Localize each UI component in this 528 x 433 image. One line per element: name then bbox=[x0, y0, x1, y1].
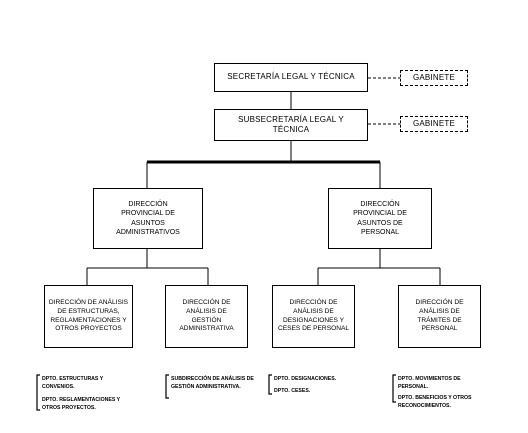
direccion-provincial-personal-box: DIRECCIÓN PROVINCIAL DE ASUNTOS DE PERSO… bbox=[328, 188, 432, 249]
nota-dpto-movimientos: DPTO. MOVIMIENTOS DE PERSONAL. bbox=[398, 376, 461, 390]
subsecretaria-label: SUBSECRETARÍA LEGAL Y TÉCNICA bbox=[238, 114, 344, 134]
nota-subdireccion-gestion: SUBDIRECCIÓN DE ANÁLISIS DE GESTIÓN ADMI… bbox=[171, 376, 254, 390]
direccion-designaciones-label: DIRECCIÓN DE ANÁLISIS DE DESIGNACIONES Y… bbox=[277, 299, 350, 333]
direccion-gestion-label: DIRECCIÓN DE ANÁLISIS DE GESTIÓN ADMINIS… bbox=[179, 299, 234, 333]
direccion-gestion-box: DIRECCIÓN DE ANÁLISIS DE GESTIÓN ADMINIS… bbox=[165, 285, 248, 348]
bracket-gestion bbox=[165, 374, 169, 399]
direccion-provincial-administrativos-box: DIRECCIÓN PROVINCIAL DE ASUNTOS ADMINIST… bbox=[93, 188, 203, 249]
notas-gestion: SUBDIRECCIÓN DE ANÁLISIS DE GESTIÓN ADMI… bbox=[171, 376, 263, 391]
notas-tramites: DPTO. MOVIMIENTOS DE PERSONAL. DPTO. BEN… bbox=[398, 376, 474, 410]
nota-dpto-estructuras: DPTO. ESTRUCTURAS Y CONVENIOS. bbox=[42, 376, 104, 390]
notas-designaciones: DPTO. DESIGNACIONES. DPTO. CESES. bbox=[274, 376, 356, 395]
direccion-designaciones-box: DIRECCIÓN DE ANÁLISIS DE DESIGNACIONES Y… bbox=[272, 285, 355, 348]
nota-dpto-beneficios: DPTO. BENEFICIOS Y OTROS RECONOCIMIENTOS… bbox=[398, 395, 472, 409]
bracket-tramites bbox=[392, 374, 396, 403]
direccion-estructuras-label: DIRECCIÓN DE ANÁLISIS DE ESTRUCTURAS, RE… bbox=[48, 299, 129, 333]
subsecretaria-box: SUBSECRETARÍA LEGAL Y TÉCNICA bbox=[214, 109, 368, 141]
gabinete-label-2: GABINETE bbox=[412, 118, 456, 128]
secretaria-box: SECRETARÍA LEGAL Y TÉCNICA bbox=[214, 63, 368, 92]
direccion-provincial-administrativos-label: DIRECCIÓN PROVINCIAL DE ASUNTOS ADMINIST… bbox=[116, 201, 180, 236]
nota-dpto-ceses: DPTO. CESES. bbox=[274, 387, 311, 394]
direccion-tramites-box: DIRECCIÓN DE ANÁLISIS DE TRÁMITES DE PER… bbox=[398, 285, 481, 348]
direccion-estructuras-box: DIRECCIÓN DE ANÁLISIS DE ESTRUCTURAS, RE… bbox=[44, 285, 133, 348]
gabinete-box-1: GABINETE bbox=[400, 70, 468, 86]
direccion-provincial-personal-label: DIRECCIÓN PROVINCIAL DE ASUNTOS DE PERSO… bbox=[353, 201, 407, 236]
notas-estructuras: DPTO. ESTRUCTURAS Y CONVENIOS. DPTO. REG… bbox=[42, 376, 124, 412]
nota-dpto-reglamentaciones: DPTO. REGLAMENTACIONES Y OTROS PROYECTOS… bbox=[42, 397, 121, 411]
gabinete-box-2: GABINETE bbox=[400, 116, 468, 132]
gabinete-label-1: GABINETE bbox=[412, 72, 456, 82]
bracket-designaciones bbox=[268, 374, 272, 395]
secretaria-label: SECRETARÍA LEGAL Y TÉCNICA bbox=[227, 72, 355, 82]
bracket-estructuras bbox=[36, 374, 40, 411]
direccion-tramites-label: DIRECCIÓN DE ANÁLISIS DE TRÁMITES DE PER… bbox=[415, 299, 464, 333]
nota-dpto-designaciones: DPTO. DESIGNACIONES. bbox=[274, 376, 337, 382]
